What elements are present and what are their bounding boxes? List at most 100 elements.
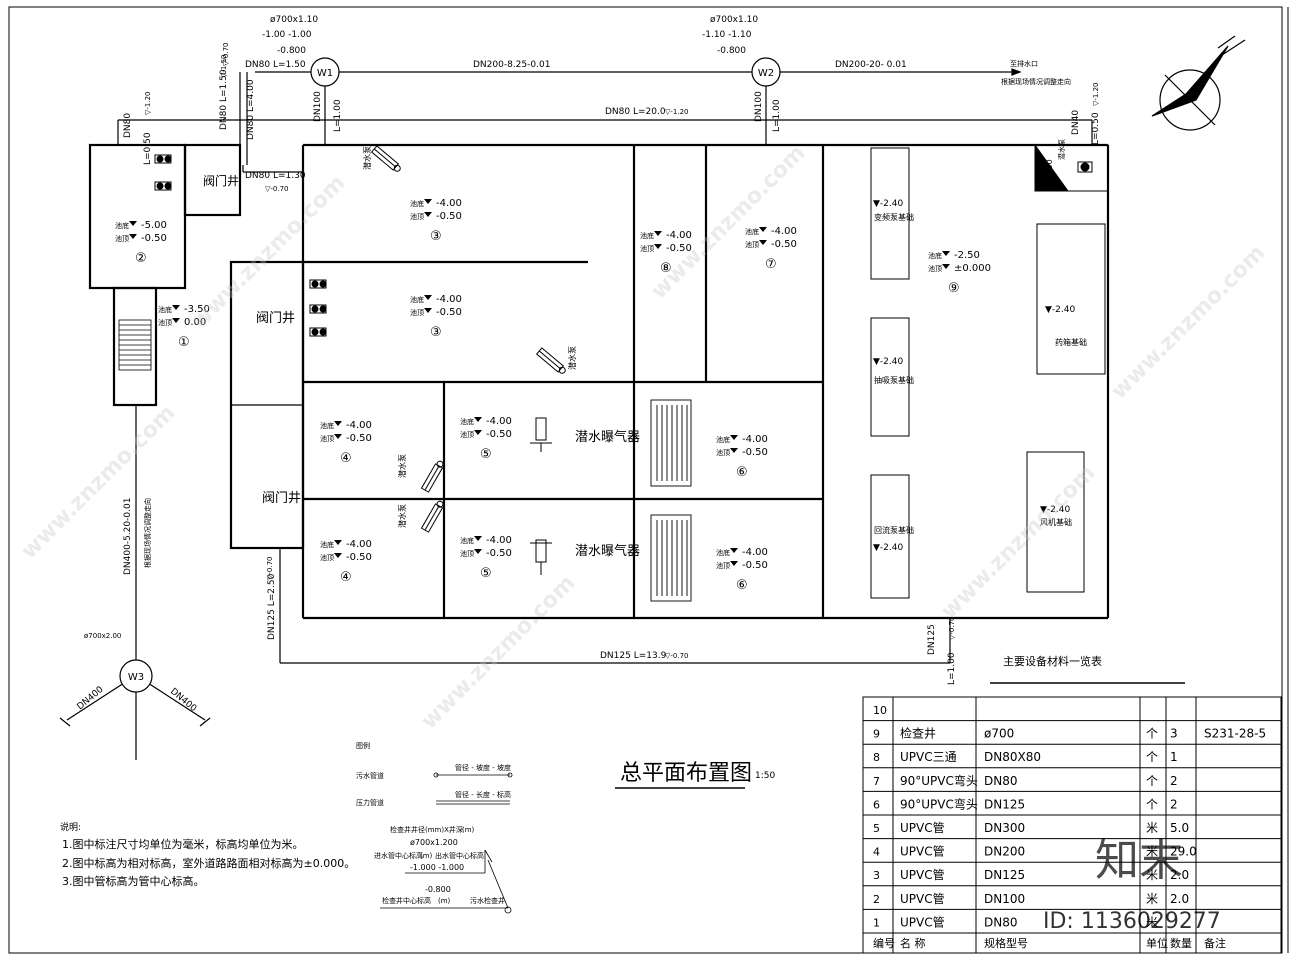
table-cell-no: 5 <box>873 822 880 835</box>
unit-bottom-label: 池底 <box>410 199 424 208</box>
w1-label: W1 <box>317 68 333 79</box>
table-cell-name: UPVC管 <box>900 891 945 906</box>
table-cell-name: 90°UPVC弯头 <box>900 773 978 788</box>
notes-title: 说明: <box>60 821 81 833</box>
unit-bottom-elev: -4.00 <box>486 535 512 546</box>
table-cell-name: 检查井 <box>900 726 936 741</box>
dn80-l130-elev: ▽-0.70 <box>265 185 289 193</box>
unit-bottom-label: 池底 <box>928 251 942 260</box>
legend-out-elev: 出水管中心标高 <box>435 851 484 860</box>
corner-label: 潜水泵 <box>1057 139 1066 160</box>
table-cell-unit: 米 <box>1146 915 1158 929</box>
aerator-icons <box>530 417 552 575</box>
unit-bottom-label: 池底 <box>640 231 654 240</box>
table-cell-no: 3 <box>873 869 880 882</box>
dn80-l150-elev: ▽-0.70 <box>222 43 230 67</box>
w2-spec-2: -1.10 -1.10 <box>702 30 752 40</box>
pump-label-1: 潜水泵 <box>362 146 372 170</box>
table-cell-unit: 个 <box>1146 797 1158 811</box>
dn80-vert-left-elev: ▽-1.20 <box>144 92 152 116</box>
base-5-elev: ▼-2.40 <box>1040 505 1070 515</box>
unit-bottom-label: 池底 <box>410 295 424 304</box>
dn100-a: DN100 <box>313 91 323 122</box>
unit-top-elev: -0.50 <box>742 560 768 571</box>
dn100-a-l: L=1.00 <box>333 99 343 132</box>
table-cell-name: UPVC三通 <box>900 750 957 764</box>
unit-bottom-label: 池底 <box>115 221 129 230</box>
w1-spec-1: ø700x1.10 <box>270 15 318 25</box>
dn125-right-l: L=1.00 <box>947 652 957 685</box>
unit-bottom-elev: -2.50 <box>954 250 980 261</box>
table-cell-name: 90°UPVC弯头 <box>900 796 978 811</box>
w3-spec: ø700x2.00 <box>84 632 121 640</box>
watermark-site: www.znzmo.com <box>647 140 811 304</box>
unit-number: ⑤ <box>480 447 492 462</box>
table-cell-unit: 米 <box>1146 892 1158 906</box>
table-header-qty: 数量 <box>1170 937 1192 950</box>
unit-number: ⑤ <box>480 566 492 581</box>
table-cell-no: 1 <box>873 916 880 929</box>
valve-well-1: 阀门井 <box>203 173 239 188</box>
legend-well-spec3: (m) <box>462 826 475 834</box>
table-cell-note: S231-28-5 <box>1204 727 1266 741</box>
dn80-vert-left-l: L=0.50 <box>143 132 153 165</box>
unit-bottom-elev: -4.00 <box>436 198 462 209</box>
north-arrow-icon <box>1151 35 1246 131</box>
unit-bottom-label: 池底 <box>460 417 474 426</box>
outlet-note: 根据现场情况调整走向 <box>1001 77 1071 86</box>
membrane-module-icon <box>650 514 692 602</box>
pipe-network <box>59 68 1093 760</box>
manhole-w3: W3 <box>119 659 153 693</box>
watermark-site: www.znzmo.com <box>17 400 181 564</box>
table-cell-unit: 个 <box>1146 727 1158 741</box>
manhole-w1: W1 <box>310 57 340 87</box>
dn80-vert-l150-elev: ▽-1.50 <box>220 55 228 79</box>
unit-top-label: 池顶 <box>716 561 730 570</box>
dn125-right-elev: ▽-0.70 <box>948 617 956 641</box>
base-1-elev: ▼-2.40 <box>873 199 903 209</box>
table-cell-qty: 5.0 <box>1170 821 1189 835</box>
legend-in-elev: 进水管中心标高 <box>374 851 423 860</box>
unit-bottom-elev: -4.00 <box>436 294 462 305</box>
base-5-label: 风机基础 <box>1040 517 1072 527</box>
w2-spec-3: -0.800 <box>717 46 746 56</box>
table-cell-unit: 米 <box>1146 845 1158 859</box>
unit-bottom-label: 池底 <box>716 435 730 444</box>
legend-pressure-note: 管径 - 长度 - 标高 <box>455 790 511 799</box>
unit-top-label: 池顶 <box>460 430 474 439</box>
unit-top-label: 池顶 <box>928 264 942 273</box>
table-cell-no: 2 <box>873 893 880 906</box>
w1-spec-2: -1.00 -1.00 <box>262 30 312 40</box>
base-2-elev: ▼-2.40 <box>873 357 903 367</box>
membrane-modules <box>650 399 692 602</box>
unit-top-elev: -0.50 <box>666 243 692 254</box>
note-3: 3.图中管标高为管中心标高。 <box>62 874 205 888</box>
table-header-unit: 单位 <box>1146 936 1168 950</box>
dn125-vert-elev: ▽-0.70 <box>266 557 274 581</box>
unit-top-elev: -0.50 <box>486 548 512 559</box>
unit-bottom-label: 池底 <box>320 421 334 430</box>
table-cell-qty: 1 <box>1170 750 1178 764</box>
valve-well-3: 阀门井 <box>262 491 301 506</box>
unit-top-elev: -0.50 <box>436 307 462 318</box>
watermark-id: ID: 1136029277 <box>1043 909 1221 934</box>
legend-pressure: 压力管道 <box>356 798 384 807</box>
unit-top-label: 池顶 <box>745 240 759 249</box>
table-cell-spec: DN200 <box>984 845 1025 859</box>
legend-vals: -1.000 -1.000 <box>410 863 464 872</box>
w1-spec-3: -0.800 <box>277 46 306 56</box>
legend-title: 图例 <box>356 741 370 750</box>
table-title: 主要设备材料一览表 <box>1003 654 1102 668</box>
submersible-pump-icon <box>420 500 444 533</box>
unit-top-elev: -0.50 <box>346 552 372 563</box>
base-3-label: 回流泵基础 <box>874 525 914 535</box>
dn80-l200-elev: ▽-1.20 <box>665 108 689 116</box>
outlet-label: 至排水口 <box>1010 59 1038 68</box>
